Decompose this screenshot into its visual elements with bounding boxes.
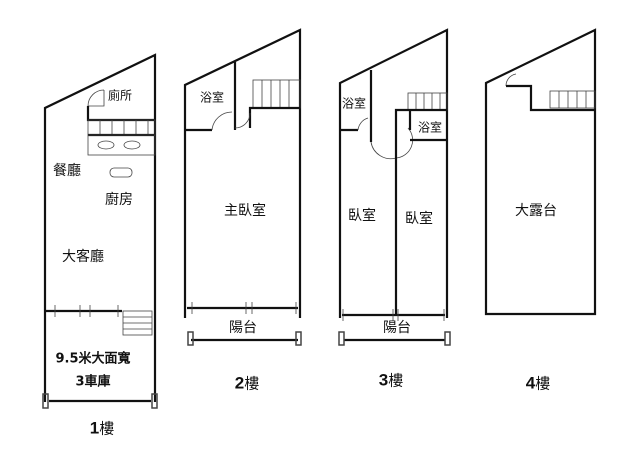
room-label-bath: 浴室: [199, 90, 225, 105]
room-label-toilet: 廁所: [107, 88, 133, 103]
floor-1-label: 1樓: [90, 418, 114, 439]
room-label-bath: 浴室: [417, 120, 443, 135]
frontage-label: 9.5米大面寬: [55, 351, 131, 367]
floor-4-label: 4樓: [526, 373, 550, 394]
floor-number: 2: [234, 373, 245, 393]
room-label-living: 大客廳: [62, 249, 104, 265]
floor-suffix: 樓: [99, 419, 115, 438]
room-label-master-bedroom: 主臥室: [224, 203, 266, 219]
garage-label: 3車庫: [75, 371, 110, 390]
room-label-bedroom: 臥室: [405, 211, 433, 227]
room-label-balcony: 陽台: [229, 320, 257, 336]
room-label-terrace: 大露台: [515, 203, 557, 219]
room-label-bedroom: 臥室: [348, 208, 376, 224]
floor-3-label: 3樓: [379, 370, 403, 391]
garage-text: 車庫: [84, 374, 111, 390]
room-label-dining: 餐廳: [53, 163, 81, 179]
floor-suffix: 樓: [535, 374, 551, 393]
room-label-balcony: 陽台: [383, 320, 411, 336]
garage-count: 3: [75, 374, 85, 390]
floor-suffix: 樓: [244, 374, 260, 393]
floor-1-plan: [42, 53, 158, 409]
room-label-bath: 浴室: [341, 96, 367, 111]
floor-number: 1: [89, 418, 100, 438]
sink-icon: [109, 167, 133, 178]
floor-2-plan: [183, 28, 302, 346]
floor-number: 4: [525, 373, 536, 393]
floor-suffix: 樓: [388, 371, 404, 390]
room-label-kitchen: 廚房: [105, 192, 133, 208]
floor-4-plan: [484, 28, 597, 316]
floor-3-plan: [338, 28, 451, 346]
floor-number: 3: [378, 370, 389, 390]
floor-2-label: 2樓: [235, 373, 259, 394]
